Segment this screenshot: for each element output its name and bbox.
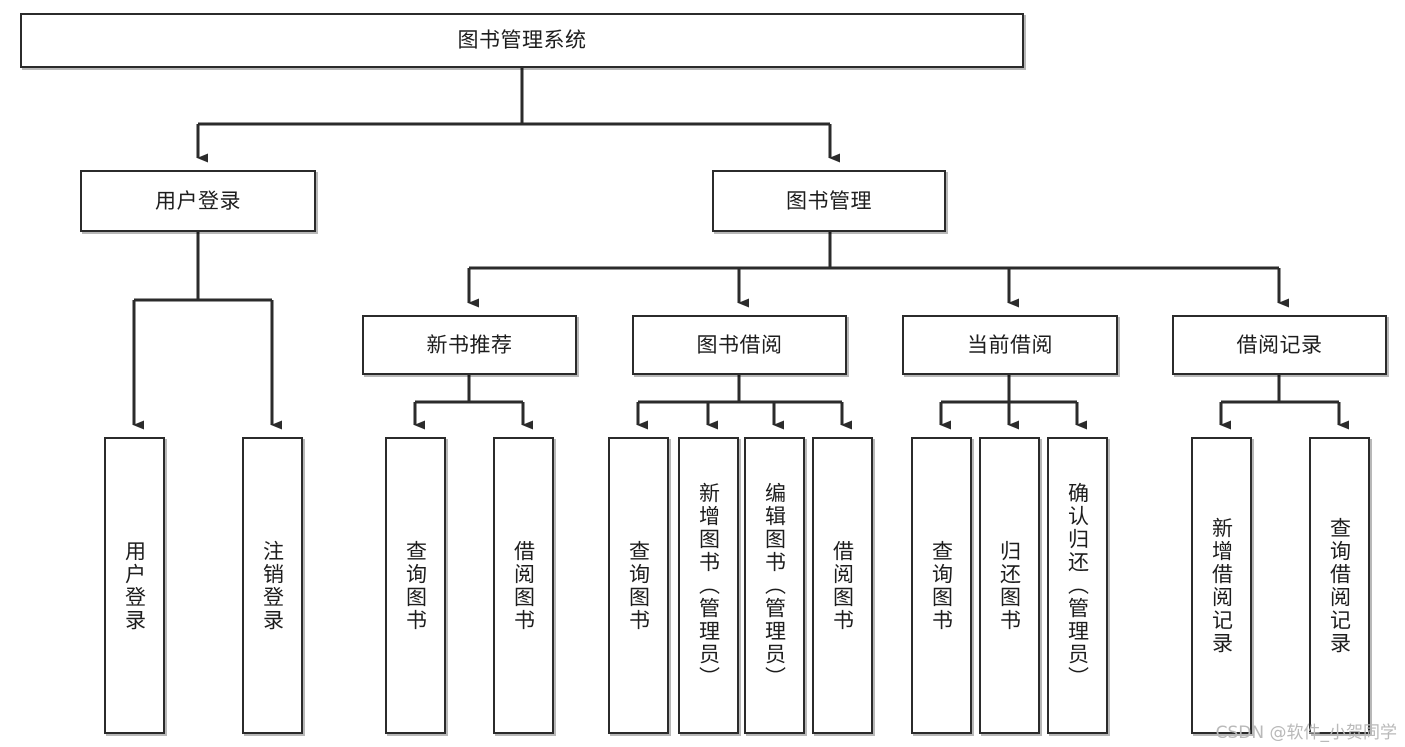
node-current-borrow-label: 当前借阅 [967,332,1053,357]
leaf-new-book-borrow-label: 借阅图书 [511,539,536,632]
node-new-book-recommend[interactable]: 新书推荐 [362,315,577,375]
leaf-book-borrow-edit-label: 编辑图书（管理员） [762,482,787,689]
leaf-current-borrow-query-label: 查询图书 [929,539,954,632]
leaf-new-book-query[interactable]: 查询图书 [385,437,446,734]
leaf-user-login-logout-label: 注销登录 [260,539,285,632]
csdn-watermark: CSDN @软件_小贺同学 [1215,723,1397,743]
leaf-current-borrow-confirm[interactable]: 确认归还（管理员） [1047,437,1108,734]
leaf-user-login-logout[interactable]: 注销登录 [242,437,303,734]
leaf-current-borrow-return-label: 归还图书 [997,539,1022,632]
leaf-book-borrow-edit[interactable]: 编辑图书（管理员） [744,437,805,734]
leaf-current-borrow-query[interactable]: 查询图书 [911,437,972,734]
node-root-label: 图书管理系统 [457,28,587,53]
node-book-manage-label: 图书管理 [786,188,872,213]
node-book-borrow[interactable]: 图书借阅 [632,315,847,375]
node-book-borrow-label: 图书借阅 [696,332,783,357]
node-current-borrow[interactable]: 当前借阅 [902,315,1118,375]
leaf-user-login-login-label: 用户登录 [122,539,147,632]
leaf-book-borrow-borrow-label: 借阅图书 [830,539,855,632]
node-user-login[interactable]: 用户登录 [80,170,316,232]
leaf-borrow-record-query[interactable]: 查询借阅记录 [1309,437,1370,734]
leaf-new-book-borrow[interactable]: 借阅图书 [493,437,554,734]
node-user-login-label: 用户登录 [155,188,241,213]
leaf-borrow-record-add-label: 新增借阅记录 [1209,516,1234,655]
leaf-book-borrow-query-label: 查询图书 [626,539,651,632]
node-book-manage[interactable]: 图书管理 [712,170,946,232]
node-root[interactable]: 图书管理系统 [20,13,1024,68]
leaf-book-borrow-add[interactable]: 新增图书（管理员） [678,437,739,734]
leaf-current-borrow-return[interactable]: 归还图书 [979,437,1040,734]
leaf-book-borrow-borrow[interactable]: 借阅图书 [812,437,873,734]
node-borrow-record[interactable]: 借阅记录 [1172,315,1387,375]
leaf-current-borrow-confirm-label: 确认归还（管理员） [1065,482,1090,689]
leaf-book-borrow-query[interactable]: 查询图书 [608,437,669,734]
leaf-borrow-record-add[interactable]: 新增借阅记录 [1191,437,1252,734]
node-borrow-record-label: 借阅记录 [1236,332,1323,357]
leaf-user-login-login[interactable]: 用户登录 [104,437,165,734]
leaf-borrow-record-query-label: 查询借阅记录 [1327,516,1352,655]
leaf-book-borrow-add-label: 新增图书（管理员） [696,482,721,689]
leaf-new-book-query-label: 查询图书 [403,539,428,632]
node-new-book-recommend-label: 新书推荐 [426,332,513,357]
